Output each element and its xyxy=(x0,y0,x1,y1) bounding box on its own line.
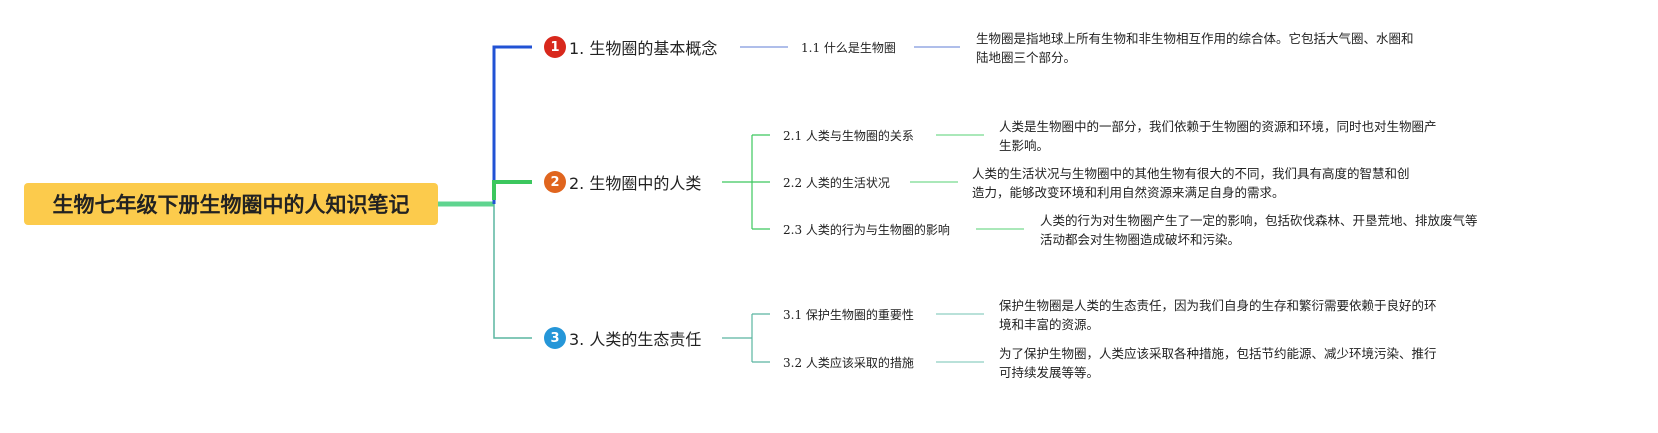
branch-3-label: 3. 人类的生态责任 xyxy=(569,330,702,349)
detail-2-1-line-1: 人类是生物圈中的一部分，我们依赖于生物圈的资源和环境，同时也对生物圈产 xyxy=(999,119,1437,134)
root-title: 生物七年级下册生物圈中的人知识笔记 xyxy=(52,193,410,217)
detail-3-2[interactable]: 为了保护生物圈，人类应该采取各种措施，包括节约能源、减少环境污染、推行 可持续发… xyxy=(999,344,1437,382)
detail-2-3-line-2: 活动都会对生物圈造成破坏和污染。 xyxy=(1040,232,1241,247)
subtopic-1-1-label: 1.1 什么是生物圈 xyxy=(801,41,896,55)
detail-3-1-line-2: 境和丰富的资源。 xyxy=(999,317,1100,332)
detail-1-1-line-2: 陆地圈三个部分。 xyxy=(976,50,1077,65)
connector-lines xyxy=(438,45,1024,363)
subtopic-2-3[interactable]: 2.3 人类的行为与生物圈的影响 xyxy=(779,221,954,238)
detail-3-1[interactable]: 保护生物圈是人类的生态责任，因为我们自身的生存和繁衍需要依赖于良好的环 境和丰富… xyxy=(999,296,1437,334)
detail-2-2-line-1: 人类的生活状况与生物圈中的其他生物有很大的不同，我们具有高度的智慧和创 xyxy=(972,166,1410,181)
branch-1-label: 1. 生物圈的基本概念 xyxy=(569,39,718,58)
subtopic-3-2-label: 3.2 人类应该采取的措施 xyxy=(783,356,914,370)
detail-3-2-line-2: 可持续发展等等。 xyxy=(999,365,1100,380)
detail-2-1-line-2: 生影响。 xyxy=(999,138,1050,153)
subtopic-3-1[interactable]: 3.1 保护生物圈的重要性 xyxy=(779,306,918,323)
subtopic-2-2[interactable]: 2.2 人类的生活状况 xyxy=(779,174,894,191)
subtopic-2-3-label: 2.3 人类的行为与生物圈的影响 xyxy=(783,223,950,237)
branch-2-label: 2. 生物圈中的人类 xyxy=(569,174,702,193)
branch-3-node[interactable]: 3 3. 人类的生态责任 xyxy=(536,320,710,356)
subtopic-2-2-label: 2.2 人类的生活状况 xyxy=(783,176,890,190)
branch-1-node[interactable]: 1 1. 生物圈的基本概念 xyxy=(536,29,726,65)
subtopic-2-1[interactable]: 2.1 人类与生物圈的关系 xyxy=(779,127,918,144)
detail-2-1[interactable]: 人类是生物圈中的一部分，我们依赖于生物圈的资源和环境，同时也对生物圈产 生影响。 xyxy=(999,117,1437,155)
branch-2-node[interactable]: 2 2. 生物圈中的人类 xyxy=(536,164,710,200)
number-badge-2: 2 xyxy=(544,171,566,193)
detail-2-3-line-1: 人类的行为对生物圈产生了一定的影响，包括砍伐森林、开垦荒地、排放废气等 xyxy=(1040,213,1478,228)
subtopic-1-1[interactable]: 1.1 什么是生物圈 xyxy=(797,39,900,56)
detail-2-2-line-2: 造力，能够改变环境和利用自然资源来满足自身的需求。 xyxy=(972,185,1285,200)
number-badge-3: 3 xyxy=(544,327,566,349)
detail-2-2[interactable]: 人类的生活状况与生物圈中的其他生物有很大的不同，我们具有高度的智慧和创 造力，能… xyxy=(972,164,1410,202)
root-topic[interactable]: 生物七年级下册生物圈中的人知识笔记 xyxy=(24,183,438,225)
subtopic-3-2[interactable]: 3.2 人类应该采取的措施 xyxy=(779,354,918,371)
detail-3-2-line-1: 为了保护生物圈，人类应该采取各种措施，包括节约能源、减少环境污染、推行 xyxy=(999,346,1437,361)
subtopic-2-1-label: 2.1 人类与生物圈的关系 xyxy=(783,129,914,143)
subtopic-3-1-label: 3.1 保护生物圈的重要性 xyxy=(783,308,914,322)
detail-1-1[interactable]: 生物圈是指地球上所有生物和非生物相互作用的综合体。它包括大气圈、水圈和 陆地圈三… xyxy=(976,29,1414,67)
number-badge-1: 1 xyxy=(544,36,566,58)
detail-1-1-line-1: 生物圈是指地球上所有生物和非生物相互作用的综合体。它包括大气圈、水圈和 xyxy=(976,31,1414,46)
detail-2-3[interactable]: 人类的行为对生物圈产生了一定的影响，包括砍伐森林、开垦荒地、排放废气等 活动都会… xyxy=(1040,211,1478,249)
detail-3-1-line-1: 保护生物圈是人类的生态责任，因为我们自身的生存和繁衍需要依赖于良好的环 xyxy=(999,298,1437,313)
